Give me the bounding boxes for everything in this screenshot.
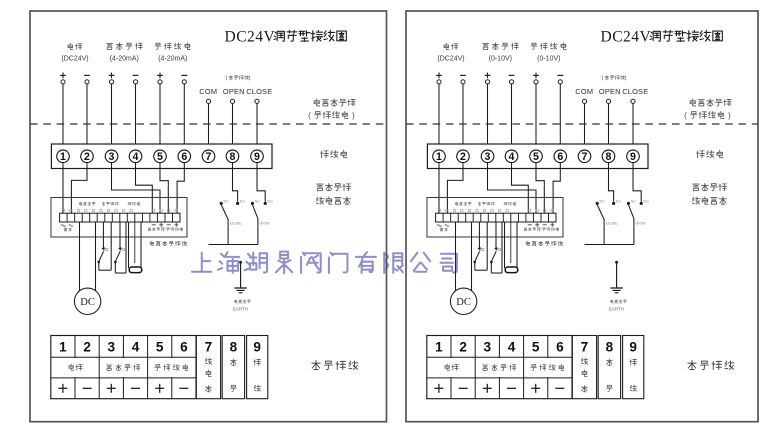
svg-text:(0-10V): (0-10V) — [537, 56, 560, 63]
svg-text:(4-20mA): (4-20mA) — [110, 56, 139, 63]
svg-text:(0-10V): (0-10V) — [489, 56, 512, 63]
svg-text:(4-20mA): (4-20mA) — [158, 56, 187, 63]
